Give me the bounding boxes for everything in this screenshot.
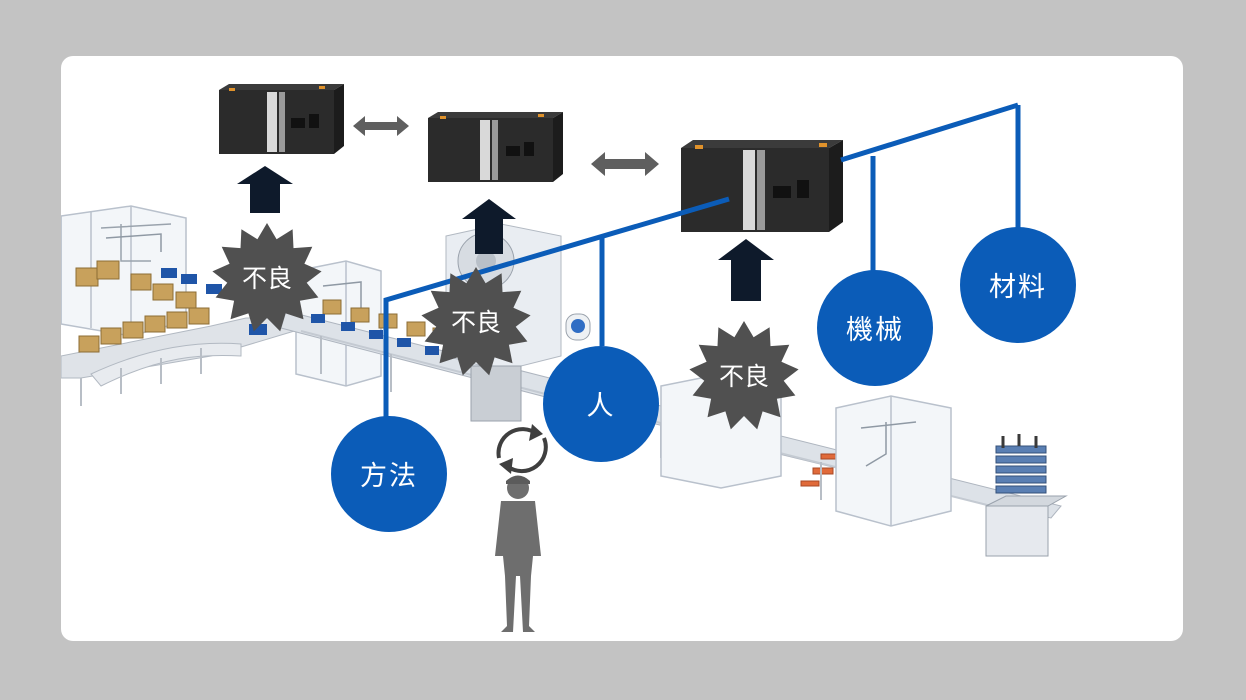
cause-label-method: 方法 xyxy=(360,461,418,492)
cause-label-material: 材料 xyxy=(989,272,1047,303)
defect-label: 不良 xyxy=(719,362,769,391)
middle-robot-cell xyxy=(295,260,382,387)
up-arrow-icon xyxy=(237,166,293,213)
cause-node-material: 材料 xyxy=(960,227,1076,343)
defect-burst-shape xyxy=(212,223,322,332)
defect-burst: 不良 xyxy=(421,267,531,376)
defect-burst-shape xyxy=(421,267,531,376)
tray-stacker xyxy=(985,434,1068,557)
cause-node-machine: 機械 xyxy=(817,270,933,386)
cause-node-method: 方法 xyxy=(331,416,447,532)
plc-controller-icon xyxy=(428,112,563,182)
defect-burst: 不良 xyxy=(212,223,322,332)
defect-burst-shape xyxy=(689,321,799,430)
cause-nodes: 方法 人 機械 材料 xyxy=(331,227,1076,532)
defect-burst: 不良 xyxy=(689,321,799,430)
plc-controller-icon xyxy=(681,140,843,232)
diagram-card: 不良不良不良 方法 人 機械 材料 xyxy=(61,56,1183,641)
up-arrow-icon xyxy=(462,199,516,254)
cause-label-person: 人 xyxy=(587,391,616,422)
defect-label: 不良 xyxy=(451,308,501,337)
worker-silhouette-icon xyxy=(495,475,541,632)
double-arrow-icon xyxy=(353,116,409,136)
production-line-background xyxy=(61,205,1068,557)
up-arrow-icon xyxy=(718,239,774,301)
defect-label: 不良 xyxy=(242,264,292,293)
rotation-cycle-icon xyxy=(496,424,548,474)
double-arrow-icon xyxy=(591,152,659,176)
upload-arrows xyxy=(237,166,774,301)
cause-connection-lines xyxy=(383,102,1021,418)
cause-label-machine: 機械 xyxy=(846,315,904,346)
plc-controller-icon xyxy=(219,84,344,154)
right-robot-cells xyxy=(660,373,952,527)
controllers xyxy=(219,84,843,232)
left-conveyor xyxy=(61,260,319,406)
cause-node-person: 人 xyxy=(543,346,659,462)
link-arrows xyxy=(353,116,659,176)
